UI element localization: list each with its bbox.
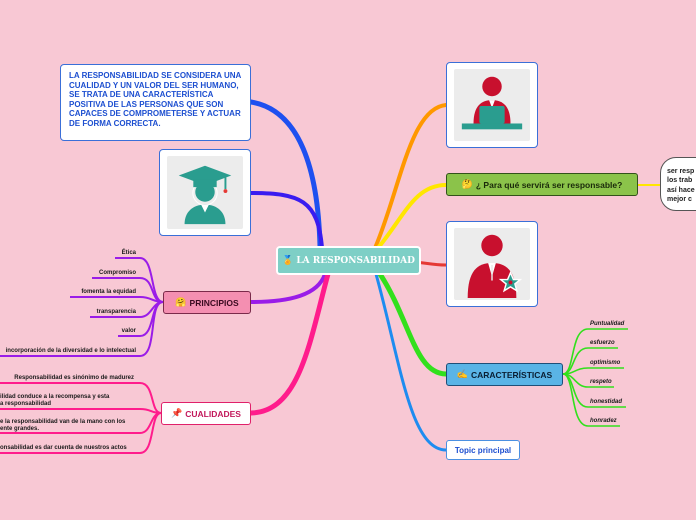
central-topic-label: LA RESPONSABILIDAD (296, 255, 415, 266)
caracteristica-item[interactable]: optimismo (590, 360, 621, 366)
topic-principal-label: Topic principal (454, 445, 512, 455)
principio-item[interactable]: Compromiso (98, 270, 136, 276)
principio-item[interactable]: valor (121, 328, 136, 334)
cualidad-item[interactable]: ilidad conduce a la recompensa y esta a … (0, 394, 109, 408)
office-worker-image-box[interactable] (446, 62, 538, 148)
medal-icon: 🏅 (282, 255, 294, 266)
connector-principios (249, 272, 327, 304)
principios-node[interactable]: 🤗 PRINCIPIOS (163, 291, 251, 314)
thinking-face-icon: 🤔 (461, 179, 473, 189)
connector-topic (374, 272, 448, 452)
caracteristica-item[interactable]: honradez (590, 418, 617, 424)
award-person-image-box[interactable] (446, 221, 538, 307)
caracteristica-item[interactable]: esfuerzo (590, 340, 615, 346)
connector-office-worker (373, 103, 448, 250)
connector-cualidades (248, 271, 331, 416)
hugging-face-icon: 🤗 (175, 297, 187, 307)
cualidad-item-line: ente grandes. (0, 426, 40, 432)
principio-item[interactable]: incorporación de la diversidad e lo inte… (5, 348, 136, 354)
principio-item[interactable]: fomenta la equidad (81, 289, 136, 295)
cualidades-node[interactable]: 📌 CUALIDADES (161, 402, 251, 425)
servira-label: ¿ Para qué servirá ser responsable? (475, 179, 623, 190)
cualidades-label: CUALIDADES (185, 408, 241, 419)
cualidad-item[interactable]: e la responsabilidad van de la mano con … (0, 419, 125, 433)
definition-box[interactable]: LA RESPONSABILIDAD SE CONSIDERA UNA CUAL… (60, 64, 251, 141)
caracteristica-item[interactable]: Puntualidad (590, 321, 625, 327)
definition-text: LA RESPONSABILIDAD SE CONSIDERA UNA CUAL… (69, 71, 242, 128)
connector-definition (248, 99, 323, 249)
caracteristica-item[interactable]: honestidad (590, 399, 623, 405)
cualidad-item[interactable]: Responsabilidad es sinónimo de madurez (14, 375, 134, 381)
central-topic[interactable]: 🏅 LA RESPONSABILIDAD (276, 246, 421, 275)
graduate-icon (167, 156, 243, 229)
connector-graduate (249, 191, 324, 250)
servira-note-line: así hace (667, 186, 695, 194)
cualidad-item-line: a responsabilidad (0, 401, 52, 407)
connector-servira (376, 183, 448, 250)
award-person-icon (454, 228, 530, 300)
caracteristicas-node[interactable]: ✍️ CARACTERÍSTICAS (446, 363, 563, 386)
principio-item[interactable]: Ética (121, 250, 136, 256)
servira-note[interactable]: ser resp los trab así hace mejor c (660, 157, 696, 211)
servira-note-line: ser resp (667, 168, 695, 175)
servira-node[interactable]: 🤔 ¿ Para qué servirá ser responsable? (446, 173, 638, 196)
servira-note-line: mejor c (667, 196, 692, 204)
pushpin-icon: 📌 (171, 408, 183, 418)
writing-hand-icon: ✍️ (456, 369, 468, 379)
principios-label: PRINCIPIOS (189, 297, 239, 308)
principio-item[interactable]: transparencia (96, 309, 136, 315)
topic-principal-node[interactable]: Topic principal (446, 440, 520, 460)
connector-caracteristicas (377, 271, 449, 377)
cualidad-item-line: e la responsabilidad van de la mano con … (0, 419, 126, 425)
cualidad-item-line: ilidad conduce a la recompensa y esta (0, 394, 110, 400)
caracteristica-item[interactable]: respeto (590, 379, 612, 385)
servira-note-line: los trab (667, 177, 693, 185)
office-worker-icon (454, 69, 530, 141)
cualidad-item[interactable]: onsabilidad es dar cuenta de nuestros ac… (0, 445, 127, 451)
graduate-image-box[interactable] (159, 149, 251, 236)
caracteristicas-label: CARACTERÍSTICAS (470, 369, 553, 380)
